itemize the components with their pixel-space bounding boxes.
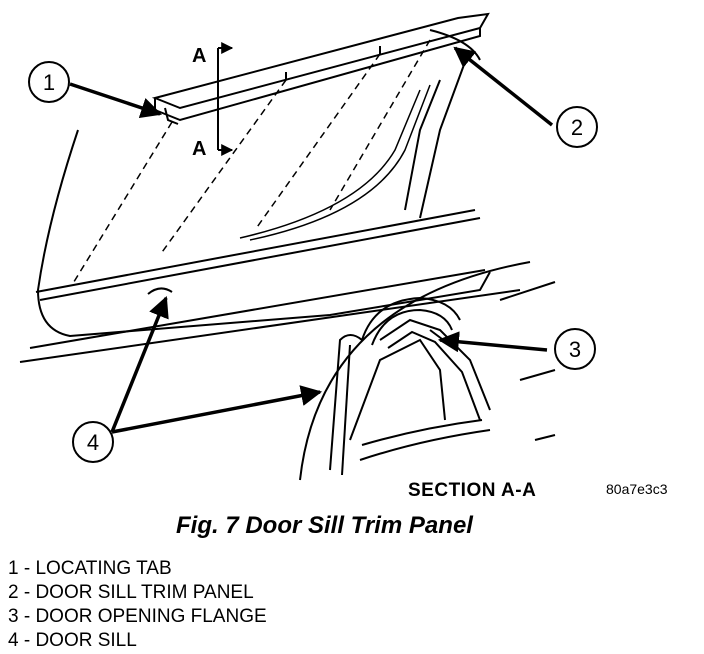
legend-item-3: 3 - DOOR OPENING FLANGE bbox=[8, 606, 267, 627]
section-line bbox=[217, 42, 234, 156]
callout-1-label: 1 bbox=[43, 70, 55, 95]
section-marker-bottom: A bbox=[192, 138, 206, 160]
callout-2: 2 bbox=[556, 106, 598, 148]
legend-item-4: 4 - DOOR SILL bbox=[8, 630, 137, 651]
sill-mark bbox=[147, 287, 173, 295]
callout-3: 3 bbox=[554, 328, 596, 370]
legend-item-1: 1 - LOCATING TAB bbox=[8, 558, 172, 579]
tab-dashed-lines bbox=[71, 39, 431, 286]
figure-title: Fig. 7 Door Sill Trim Panel bbox=[176, 512, 473, 539]
legend-item-2: 2 - DOOR SILL TRIM PANEL bbox=[8, 582, 254, 603]
figure-code: 80a7e3c3 bbox=[606, 481, 668, 497]
callout-3-label: 3 bbox=[569, 337, 581, 362]
trim-panel bbox=[151, 12, 490, 125]
section-detail bbox=[299, 261, 556, 481]
door-sill-diagram: A A 1 2 3 4 bbox=[19, 12, 598, 481]
leader-arrows bbox=[69, 46, 554, 434]
section-marker-top: A bbox=[192, 45, 206, 67]
callout-2-label: 2 bbox=[571, 115, 583, 140]
section-caption: SECTION A-A bbox=[408, 480, 537, 501]
callout-4-label: 4 bbox=[87, 430, 99, 455]
callout-4: 4 bbox=[72, 421, 114, 463]
door-sill-body bbox=[19, 61, 521, 363]
legend: 1 - LOCATING TAB 2 - DOOR SILL TRIM PANE… bbox=[8, 557, 267, 653]
callout-1: 1 bbox=[28, 61, 70, 103]
